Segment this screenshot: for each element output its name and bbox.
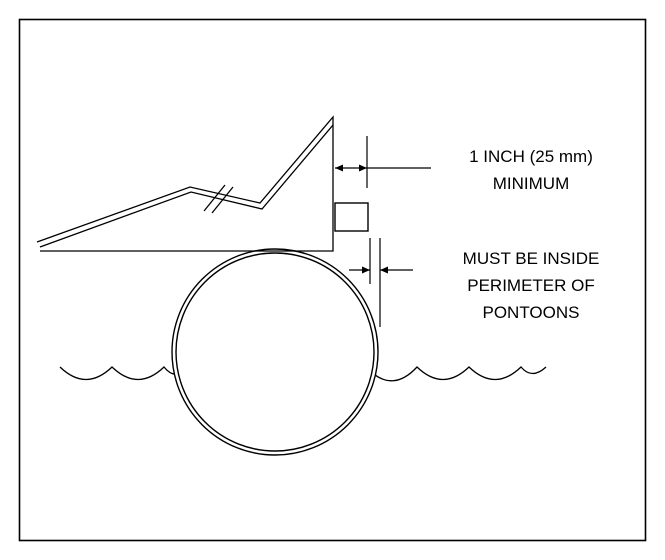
- clearance-dimension: [335, 136, 431, 188]
- pontoon-inner-ring: [175, 252, 375, 452]
- deck-inner-contour: [39, 124, 334, 248]
- clearance-arrow-left: [335, 164, 343, 172]
- break-mark-2: [211, 186, 234, 214]
- inside-label-line1: MUST BE INSIDE: [463, 249, 600, 268]
- break-mark-1: [203, 184, 226, 212]
- deck-structure: [36, 115, 334, 252]
- deck-outer-contour: [36, 115, 334, 252]
- inside-perimeter-dimension: [349, 238, 413, 327]
- pontoon-outer-ring: [171, 248, 379, 456]
- inside-label-line3: PONTOONS: [483, 303, 580, 322]
- figure-border: [18, 18, 647, 542]
- water-line-right: [368, 366, 547, 382]
- water-line-left: [59, 366, 181, 380]
- pontoon: [171, 248, 379, 456]
- inside-label-line2: PERIMETER OF: [467, 276, 595, 295]
- inside-arrow-left: [362, 266, 370, 274]
- clearance-label-line1: 1 INCH (25 mm): [469, 147, 593, 166]
- clearance-arrow-right: [359, 164, 367, 172]
- inside-arrow-right: [380, 266, 388, 274]
- mounting-block: [334, 202, 369, 232]
- clearance-label-line2: MINIMUM: [493, 174, 569, 193]
